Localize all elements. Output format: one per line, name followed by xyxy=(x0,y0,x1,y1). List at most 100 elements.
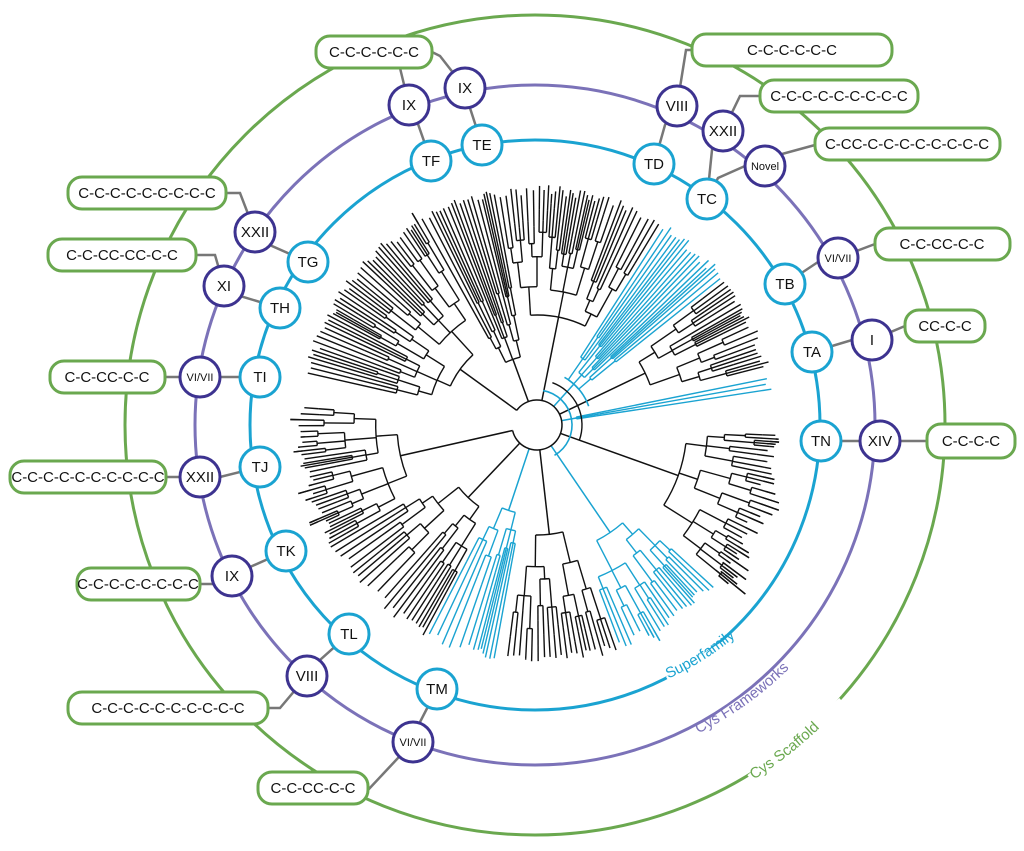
tree-branch xyxy=(369,288,394,309)
framework-node: I xyxy=(850,318,894,362)
tree-branch xyxy=(524,628,528,659)
tree-branch xyxy=(548,237,553,269)
tree-branch xyxy=(532,190,535,227)
tree-arc xyxy=(638,361,651,386)
tree-branch xyxy=(527,221,530,244)
tree-branch xyxy=(409,233,426,257)
tree-arc xyxy=(650,579,655,584)
tree-branch xyxy=(329,522,358,539)
svg-text:VI/VII: VI/VII xyxy=(400,737,427,749)
tree-arc xyxy=(697,372,702,381)
tree-branch xyxy=(723,526,740,537)
tree-branch xyxy=(724,433,746,437)
tree-branch xyxy=(615,273,627,292)
tree-branch xyxy=(328,532,347,544)
tree-arc xyxy=(676,367,683,382)
tree-branch xyxy=(594,335,614,357)
tree-branch xyxy=(522,595,525,611)
tree-branch xyxy=(309,465,337,473)
tree-branch xyxy=(356,367,378,376)
scaffold-label: CC-C-C xyxy=(918,318,971,335)
tree-branch xyxy=(599,221,609,243)
tree-branch xyxy=(405,297,424,315)
tree-branch xyxy=(502,271,510,297)
framework-node: XXII xyxy=(178,455,222,499)
tree-branch xyxy=(599,200,622,259)
tree-branch xyxy=(472,572,497,650)
tree-branch xyxy=(431,562,445,583)
tree-branch xyxy=(590,219,598,240)
tree-branch xyxy=(377,321,395,334)
tree-branch xyxy=(507,636,511,657)
tree-branch xyxy=(345,280,380,307)
tree-branch xyxy=(699,509,727,524)
tree-branch xyxy=(460,523,477,547)
tree-arc xyxy=(336,510,340,516)
tree-branch xyxy=(712,311,742,329)
tree-branch xyxy=(548,203,552,238)
tree-branch xyxy=(602,236,677,336)
tree-branch xyxy=(483,193,503,270)
tree-branch xyxy=(550,445,611,533)
tree-branch xyxy=(613,348,628,361)
tree-branch xyxy=(467,442,521,499)
tree-branch xyxy=(587,224,593,240)
tree-branch xyxy=(589,228,664,343)
tree-branch xyxy=(392,503,404,512)
tree-branch xyxy=(718,316,750,333)
scaffold-label: C-C-C-C xyxy=(942,433,1000,450)
tree-branch xyxy=(560,240,565,254)
tree-branch xyxy=(437,319,451,334)
tree-branch xyxy=(584,334,605,361)
tree-arc xyxy=(584,310,598,318)
tree-branch xyxy=(488,295,498,316)
tree-branch xyxy=(635,623,641,632)
tree-branch xyxy=(351,466,383,478)
tree-branch xyxy=(553,634,557,658)
tree-branch xyxy=(653,580,673,605)
tree-branch xyxy=(582,199,590,228)
tree-branch xyxy=(605,234,672,329)
tree-branch xyxy=(735,516,748,523)
scaffold-label: C-C-CC-C-C xyxy=(900,236,985,253)
tree-branch xyxy=(367,557,398,587)
tree-branch xyxy=(382,389,397,394)
tree-branch xyxy=(745,436,779,440)
tree-branch xyxy=(584,628,591,651)
tree-branch xyxy=(423,560,442,586)
tree-arc xyxy=(724,370,728,377)
tree-arc xyxy=(632,549,641,557)
tree-branch xyxy=(390,310,416,331)
tree-branch xyxy=(397,379,420,388)
tree-branch xyxy=(746,326,749,329)
framework-node: XI xyxy=(202,264,246,308)
tree-branch xyxy=(626,604,637,625)
tree-branch xyxy=(745,479,761,486)
tree-branch xyxy=(509,287,517,316)
tree-branch xyxy=(441,554,482,645)
tree-branch xyxy=(362,344,390,358)
tree-arc xyxy=(438,269,445,274)
tree-branch xyxy=(336,500,352,508)
tree-branch xyxy=(336,459,368,467)
tree-branch xyxy=(361,503,377,512)
tree-branch xyxy=(500,269,509,297)
tree-branch xyxy=(290,418,325,421)
tree-branch xyxy=(387,358,418,373)
tree-branch xyxy=(395,534,408,545)
framework-node: Novel xyxy=(743,144,787,188)
tree-branch xyxy=(497,347,507,363)
tree-branch xyxy=(352,362,379,373)
tree-branch xyxy=(729,445,759,451)
tree-branch xyxy=(557,624,562,655)
svg-text:TD: TD xyxy=(644,156,664,173)
tree-branch xyxy=(658,567,668,578)
svg-text:TG: TG xyxy=(298,254,319,271)
tree-branch xyxy=(659,540,671,551)
tree-branch xyxy=(604,227,672,326)
tree-branch xyxy=(491,554,498,571)
tree-branch xyxy=(739,507,761,518)
tree-arc xyxy=(716,492,723,505)
framework-node: VI/VII xyxy=(391,720,435,764)
tree-branch xyxy=(394,552,416,574)
